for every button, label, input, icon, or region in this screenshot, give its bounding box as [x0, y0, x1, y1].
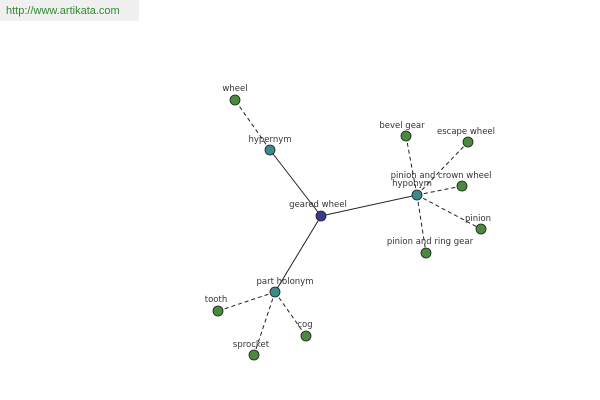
node-cog[interactable]	[300, 330, 312, 342]
edge-hypernym-wheel	[234, 99, 271, 151]
label-pinion-and-crown-wheel: pinion and crown wheel	[391, 171, 492, 181]
node-pinion[interactable]	[475, 223, 487, 235]
edge-hyponym-bevel-gear	[405, 135, 418, 196]
node-sprocket[interactable]	[248, 349, 260, 361]
edge-part-holonym-tooth	[217, 291, 276, 312]
label-cog: cog	[297, 320, 312, 330]
edge-part-holonym-cog	[274, 291, 307, 337]
edge-hyponym-escape-wheel	[416, 141, 469, 196]
edge-center-part-holonym	[274, 215, 322, 293]
edge-hyponym-pinion	[416, 194, 482, 230]
graph-labels: geared wheel hypernym wheel hyponym bevel ge…	[205, 84, 495, 350]
node-wheel[interactable]	[229, 94, 241, 106]
node-escape-wheel[interactable]	[462, 136, 474, 148]
label-hyponym: hyponym	[392, 179, 432, 189]
label-escape-wheel: escape wheel	[437, 127, 495, 137]
label-geared-wheel: geared wheel	[289, 200, 347, 210]
node-bevel-gear[interactable]	[400, 130, 412, 142]
graph-edges	[217, 99, 482, 356]
edge-center-hyponym	[320, 194, 418, 217]
site-url[interactable]: http://www.artikata.com	[0, 0, 139, 21]
edge-hyponym-pinion-and-ring-gear	[416, 194, 427, 254]
node-part-holonym[interactable]	[269, 286, 281, 298]
label-pinion-and-ring-gear: pinion and ring gear	[387, 237, 474, 247]
label-tooth: tooth	[205, 295, 227, 305]
label-part-holonym: part holonym	[257, 277, 314, 287]
label-bevel-gear: bevel gear	[379, 121, 425, 131]
edge-hyponym-pinion-and-crown-wheel	[416, 185, 463, 196]
node-hyponym[interactable]	[411, 189, 423, 201]
node-pinion-and-ring-gear[interactable]	[420, 247, 432, 259]
node-hypernym[interactable]	[264, 144, 276, 156]
label-sprocket: sprocket	[233, 340, 270, 350]
node-pinion-and-crown-wheel[interactable]	[456, 180, 468, 192]
label-wheel: wheel	[222, 84, 247, 94]
edge-center-hypernym	[269, 149, 322, 217]
label-hypernym: hypernym	[248, 135, 291, 145]
graph-nodes	[212, 94, 487, 361]
label-pinion: pinion	[465, 214, 491, 224]
node-geared-wheel[interactable]	[315, 210, 327, 222]
node-tooth[interactable]	[212, 305, 224, 317]
